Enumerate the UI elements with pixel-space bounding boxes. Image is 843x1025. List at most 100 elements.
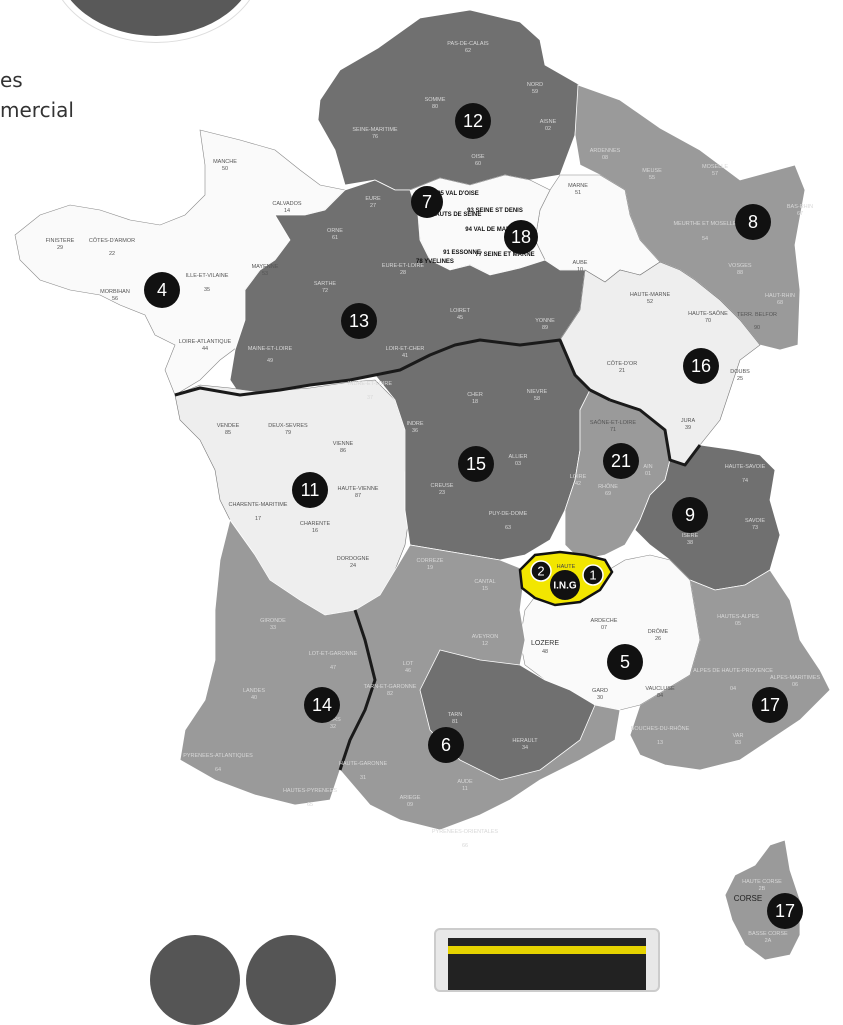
france-map: PAS-DE-CALAIS 62 NORD 59 SOMME 80 AISNE … xyxy=(14,9,831,961)
svg-text:90: 90 xyxy=(754,325,760,331)
badge-8: 8 xyxy=(748,212,758,232)
bottom-circle-right xyxy=(246,935,336,1025)
dept-aveyron: AVEYRON xyxy=(472,634,499,640)
svg-text:23: 23 xyxy=(439,490,445,496)
badge-15-circle xyxy=(458,446,494,482)
svg-text:31: 31 xyxy=(360,775,366,781)
region-badges[interactable]: 12 7 18 8 4 13 16 11 15 21 9 2 1 I.N.G 5… xyxy=(144,103,803,929)
dept-basse-corse: BASSE CORSE xyxy=(748,931,788,937)
svg-text:61: 61 xyxy=(332,235,338,241)
dept-morbihan: MORBIHAN xyxy=(100,289,130,295)
department-labels: PAS-DE-CALAIS 62 NORD 59 SOMME 80 AISNE … xyxy=(46,41,821,944)
svg-text:57: 57 xyxy=(712,171,718,177)
dept-tarn-garonne: TARN-ET-GARONNE xyxy=(364,684,417,690)
svg-text:66: 66 xyxy=(462,843,468,849)
svg-text:11: 11 xyxy=(462,786,468,792)
svg-text:83: 83 xyxy=(735,740,741,746)
region-14-shape[interactable] xyxy=(179,519,376,806)
dept-alpes-maritimes: ALPES-MARITIMES xyxy=(770,675,820,681)
dept-lozere: LOZERE xyxy=(531,640,559,647)
dept-vaucluse: VAUCLUSE xyxy=(645,686,675,692)
svg-text:74: 74 xyxy=(742,478,748,484)
svg-text:41: 41 xyxy=(402,353,408,359)
corse-label: CORSE xyxy=(734,894,762,903)
dept-aube: AUBE xyxy=(573,260,588,266)
badge-14: 14 xyxy=(312,695,332,715)
svg-text:79: 79 xyxy=(285,430,291,436)
svg-text:37: 37 xyxy=(367,395,373,401)
dept-dordogne: DORDOGNE xyxy=(337,556,370,562)
badge-9-circle xyxy=(672,497,708,533)
svg-text:68: 68 xyxy=(777,300,783,306)
dept-lot-garonne: LOT-ET-GARONNE xyxy=(309,651,358,657)
region-border-loire xyxy=(174,338,611,402)
ing-badge-circle xyxy=(550,570,580,600)
svg-text:05: 05 xyxy=(735,621,741,627)
region-12-shape[interactable] xyxy=(317,9,581,191)
badge-1: 1 xyxy=(589,568,596,583)
dept-tarn: TARN xyxy=(448,712,463,718)
badge-17: 17 xyxy=(760,695,780,715)
dept-hautes-pyr: HAUTES-PYRENEES xyxy=(283,788,337,794)
dept-val-marne: 94 VAL DE MARNE xyxy=(465,227,518,233)
badge-21-circle xyxy=(603,443,639,479)
svg-text:63: 63 xyxy=(505,525,511,531)
dept-hauts-seine: 92 HAUTS DE SEINE xyxy=(423,212,482,218)
badge-11: 11 xyxy=(301,480,320,500)
dept-seine-maritime: SEINE-MARITIME xyxy=(352,127,398,133)
svg-text:47: 47 xyxy=(330,665,336,671)
dept-cher: CHER xyxy=(467,392,483,398)
dept-haute-vienne: HAUTE-VIENNE xyxy=(338,486,379,492)
dept-yonne: YONNE xyxy=(535,318,555,324)
badge-13-circle xyxy=(341,303,377,339)
dept-orne: ORNE xyxy=(327,228,343,234)
svg-text:09: 09 xyxy=(407,802,413,808)
svg-text:50: 50 xyxy=(222,166,228,172)
dept-essonne: 91 ESSONNE xyxy=(443,250,481,256)
region-11-shape[interactable] xyxy=(174,379,411,616)
dept-deux-sevres: DEUX-SEVRES xyxy=(268,423,308,429)
svg-text:18: 18 xyxy=(472,399,478,405)
dept-calvados: CALVADOS xyxy=(272,201,301,207)
dept-indre-loire: INDRE-ET-LOIRE xyxy=(348,381,392,387)
svg-text:29: 29 xyxy=(57,245,63,251)
svg-text:17: 17 xyxy=(255,516,261,522)
dept-drome: DRÔME xyxy=(648,628,669,635)
dept-loiret: LOIRET xyxy=(450,308,471,314)
dept-rhone: RHÔNE xyxy=(598,483,618,490)
svg-text:55: 55 xyxy=(649,175,655,181)
badge-7: 7 xyxy=(422,192,432,212)
svg-text:03: 03 xyxy=(515,461,521,467)
badge-16: 16 xyxy=(691,356,711,376)
badge-17-corsica-circle xyxy=(767,893,803,929)
dept-puy-dome: PUY-DE-DOME xyxy=(489,511,528,517)
corsica-shape[interactable] xyxy=(724,839,801,961)
dept-gers: GERS xyxy=(325,717,341,723)
svg-text:10: 10 xyxy=(577,267,583,273)
svg-text:2B: 2B xyxy=(759,886,766,892)
dept-nord: NORD xyxy=(527,82,543,88)
svg-text:45: 45 xyxy=(457,315,463,321)
dept-charente-maritime: CHARENTE-MARITIME xyxy=(229,502,288,508)
dept-aisne: AISNE xyxy=(540,119,557,125)
badge-17-circle xyxy=(752,687,788,723)
dept-lot: LOT xyxy=(403,661,414,667)
svg-text:38: 38 xyxy=(687,540,693,546)
badge-2: 2 xyxy=(537,564,544,579)
dept-cotes-armor: CÔTES-D'ARMOR xyxy=(89,237,135,244)
svg-text:82: 82 xyxy=(387,691,393,697)
badge-6-circle xyxy=(428,727,464,763)
svg-text:54: 54 xyxy=(702,236,708,242)
dept-ardeche: ARDECHE xyxy=(591,618,618,624)
svg-text:07: 07 xyxy=(601,625,607,631)
dept-landes: LANDES xyxy=(243,688,265,694)
dept-manche: MANCHE xyxy=(213,159,237,165)
dept-mayenne: MAYENNE xyxy=(252,264,279,270)
svg-text:30: 30 xyxy=(597,695,603,701)
svg-text:59: 59 xyxy=(532,89,538,95)
svg-text:85: 85 xyxy=(225,430,231,436)
svg-text:34: 34 xyxy=(522,745,528,751)
svg-text:40: 40 xyxy=(251,695,257,701)
dept-eure-loir: EURE-ET-LOIRE xyxy=(382,263,425,269)
badge-4-circle xyxy=(144,272,180,308)
